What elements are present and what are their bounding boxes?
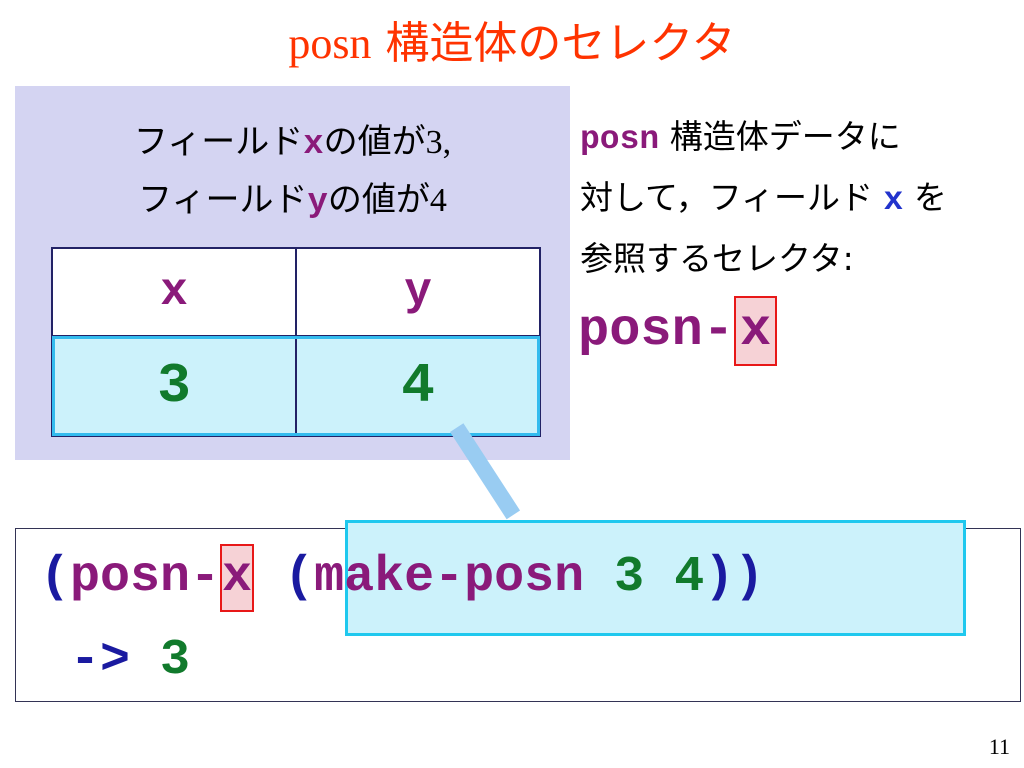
table-value-y: 4 (295, 335, 541, 437)
desc-line-2-suffix: を (903, 178, 947, 217)
code-arg-4: 4 (674, 549, 705, 606)
caption-middle: の値が (327, 180, 430, 220)
selector-name: posn-x (578, 296, 778, 366)
slide-title: posn 構造体のセレクタ (0, 14, 1024, 74)
code-make-posn: make-posn (314, 549, 585, 606)
desc-line-3: 参照するセレクタ: (580, 239, 854, 278)
caption-prefix: フィールド (138, 180, 308, 220)
caption-value-3: 3, (425, 124, 452, 161)
code-inner-open-paren: ( (284, 549, 315, 606)
caption-value-4: 4 (429, 182, 447, 219)
caption-middle: の値が (323, 122, 426, 162)
caption-prefix: フィールド (133, 122, 304, 162)
caption-line-1: フィールドxの値が3, (15, 118, 570, 169)
title-japanese: 構造体のセレクタ (371, 18, 736, 69)
selector-prefix: posn- (578, 301, 735, 360)
table-header-row: x y (51, 247, 541, 337)
code-inner-close-paren: ) (704, 549, 735, 606)
code-fn-prefix: posn- (70, 549, 221, 606)
page-number: 11 (988, 734, 1010, 759)
code-arrow: -> (70, 632, 131, 689)
code-line-1: (posn-x (make-posn 3 4)) (40, 544, 764, 612)
desc-line-1: posn 構造体データに (580, 108, 1020, 169)
code-open-paren: ( (40, 549, 71, 606)
code-close-paren: ) (734, 549, 765, 606)
title-latin: posn (288, 19, 372, 68)
table-value-x: 3 (51, 335, 297, 437)
code-fn-field-box: x (220, 544, 255, 612)
caption-line-2: フィールドyの値が4 (15, 176, 570, 227)
posn-structure-table: x y 3 4 (51, 247, 541, 437)
code-arg-3: 3 (614, 549, 645, 606)
make-posn-highlight (345, 520, 966, 636)
table-value-row: 3 4 (51, 335, 541, 437)
table-header-x: x (51, 247, 297, 337)
code-space (254, 549, 284, 606)
selector-field-box: x (734, 296, 778, 366)
caption-field-x: x (303, 126, 324, 164)
caption-field-y: y (307, 184, 328, 222)
desc-line-2-prefix: 対して，フィールド (580, 178, 884, 217)
code-line-2: -> 3 (70, 628, 190, 694)
table-header-y: y (295, 247, 541, 337)
desc-line-1-text: 構造体データに (659, 117, 901, 156)
desc-field-x: x (883, 182, 904, 219)
desc-code-posn: posn (580, 121, 660, 158)
desc-line-2: 対して，フィールド x を (580, 169, 1020, 230)
selector-description: posn 構造体データに 対して，フィールド x を 参照するセレクタ: (580, 108, 1020, 288)
code-result: 3 (160, 632, 191, 689)
